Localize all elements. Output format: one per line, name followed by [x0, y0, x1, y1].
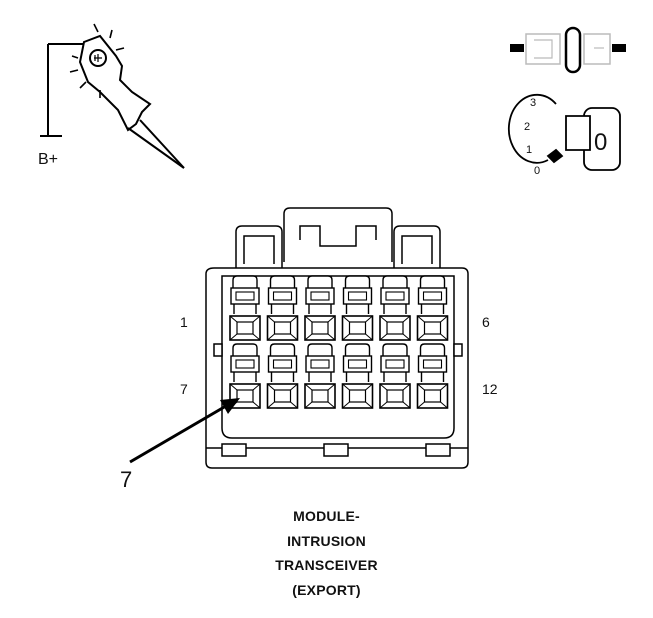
callout-arrow-icon — [129, 398, 240, 464]
caption-line-1: MODULE- — [293, 508, 360, 524]
test-probe-icon — [40, 34, 185, 169]
pin-cavity-9 — [304, 343, 336, 409]
pin-cavity-4 — [341, 275, 374, 341]
caption-line-4: (EXPORT) — [292, 582, 361, 598]
caption-line-2: INTRUSION — [287, 533, 366, 549]
connector-symbol-icon — [510, 26, 626, 74]
pin-cavity-6 — [416, 275, 449, 341]
pin-cavity-5 — [379, 275, 411, 341]
connector-pin-grid — [229, 275, 449, 409]
callout-label: 7 — [120, 467, 132, 492]
pin-cavity-12 — [416, 343, 449, 409]
pin-cavity-2 — [266, 275, 299, 341]
pin-label-12: 12 — [482, 381, 498, 397]
pin-cavity-7 — [229, 343, 261, 409]
ignition-key-label: 0 — [594, 129, 607, 156]
probe-label: B+ — [38, 151, 58, 168]
ignition-switch-icon — [507, 93, 621, 171]
pin-cavity-11 — [379, 343, 411, 409]
probe-light-rays-icon — [69, 23, 125, 98]
ignition-position-3: 3 — [530, 97, 536, 109]
pin-cavity-8 — [266, 343, 299, 409]
pin-cavity-1 — [229, 275, 261, 341]
ignition-position-1: 1 — [526, 144, 532, 156]
ignition-position-2: 2 — [524, 121, 530, 133]
pin-label-7: 7 — [180, 381, 188, 397]
caption-line-3: TRANSCEIVER — [275, 557, 378, 573]
pin-label-1: 1 — [180, 314, 188, 330]
pin-cavity-10 — [341, 343, 374, 409]
pin-label-6: 6 — [482, 314, 490, 330]
ignition-position-0: 0 — [534, 165, 540, 177]
pin-cavity-3 — [304, 275, 336, 341]
